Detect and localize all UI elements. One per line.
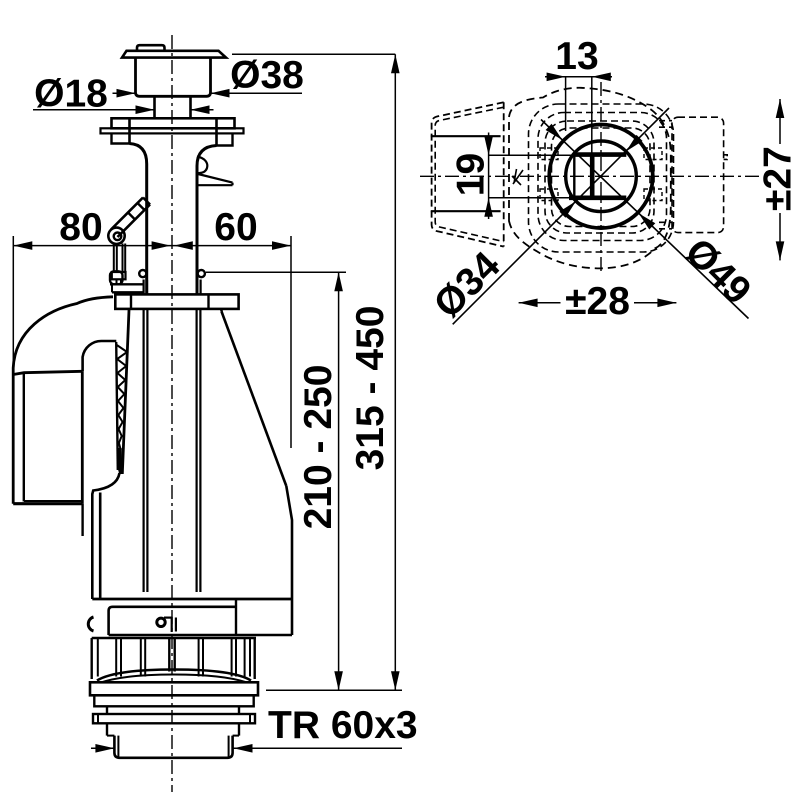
svg-text:Ø38: Ø38 [230,54,304,97]
svg-text:TR 60x3: TR 60x3 [268,704,418,747]
svg-text:80: 80 [59,206,102,249]
svg-text:60: 60 [214,206,257,249]
svg-text:210 - 250: 210 - 250 [297,365,340,530]
svg-text:13: 13 [555,35,598,78]
svg-text:±27: ±27 [757,146,800,211]
svg-text:19: 19 [450,153,493,196]
svg-text:315 - 450: 315 - 450 [349,306,392,471]
svg-text:±28: ±28 [565,280,630,323]
svg-text:Ø18: Ø18 [34,73,108,116]
